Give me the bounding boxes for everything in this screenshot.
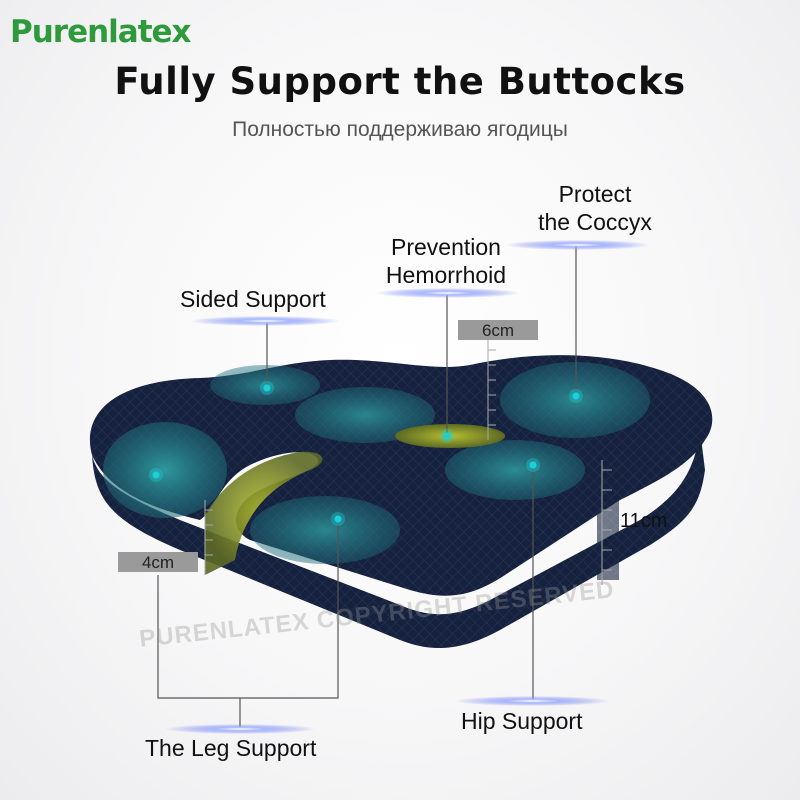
leader-leg xyxy=(157,522,339,699)
measurement-height: 11cm xyxy=(620,510,668,532)
callout-sided-support: Sided Support xyxy=(180,286,326,312)
callout-hip-support: Hip Support xyxy=(461,708,583,734)
ruler-top xyxy=(487,340,496,440)
marker-dot-coccyx xyxy=(569,389,583,403)
callout-prevention-hemorrhoid: Prevention Hemorrhoid xyxy=(366,233,526,289)
zone-center-top xyxy=(295,387,435,443)
zone-markers xyxy=(149,381,583,526)
zone-front-left xyxy=(250,496,400,564)
callout-leg-support: The Leg Support xyxy=(145,735,317,761)
zone-left-side xyxy=(103,422,227,518)
page-subtitle: Полностью поддерживаю ягодицы xyxy=(232,118,568,141)
ruler-height xyxy=(601,460,612,585)
front-channel xyxy=(205,451,323,575)
callout-prevention-hemorrhoid-line1: Prevention xyxy=(391,234,501,260)
ruler-front xyxy=(204,500,213,575)
zone-right-back xyxy=(500,362,650,438)
marker-dot-hemorrhoid xyxy=(440,429,454,443)
marker-dot-left-side xyxy=(149,468,163,482)
brand-logo: Purenlatex xyxy=(10,14,192,50)
page-title: Fully Support the Buttocks xyxy=(114,60,686,103)
callout-protect-coccyx: Protect the Coccyx xyxy=(520,180,670,236)
callout-prevention-hemorrhoid-line2: Hemorrhoid xyxy=(385,262,507,288)
zone-upper-left xyxy=(210,365,320,405)
tag-front-gap xyxy=(118,552,198,572)
tag-front-gap-text: 4cm xyxy=(142,553,174,572)
tag-top-gap-text: 6cm xyxy=(482,321,514,340)
marker-dot-leg xyxy=(331,512,345,526)
marker-dot-sided xyxy=(260,381,274,395)
tag-top-gap xyxy=(458,320,538,340)
zone-right-front xyxy=(445,440,585,500)
cushion-side-wall xyxy=(92,430,705,649)
callout-protect-coccyx-line2: the Coccyx xyxy=(538,209,652,235)
callout-protect-coccyx-line1: Protect xyxy=(558,181,632,207)
glow-markers xyxy=(165,240,650,734)
marker-dot-hip xyxy=(526,458,540,472)
